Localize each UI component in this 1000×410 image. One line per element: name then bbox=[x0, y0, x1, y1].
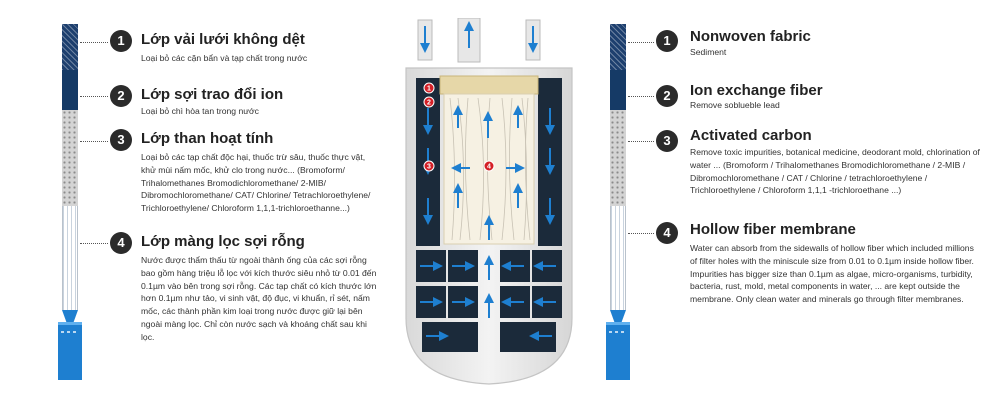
layer-title: Nonwoven fabric bbox=[690, 28, 811, 45]
layer-description: Sediment bbox=[690, 47, 727, 57]
connector-line bbox=[80, 42, 108, 43]
connector-line bbox=[628, 141, 654, 142]
connector-line bbox=[80, 141, 108, 142]
layer-description: Loại bỏ các cặn bẩn và tạp chất trong nư… bbox=[141, 53, 308, 63]
layer-title: Lớp than hoạt tính bbox=[141, 130, 274, 147]
clean-water-icon bbox=[58, 322, 82, 380]
connector-line bbox=[80, 243, 108, 244]
layer-number-badge: 4 bbox=[110, 232, 132, 254]
carbon-layer-strip bbox=[62, 110, 78, 206]
layer-markers: 1 2 3 4 bbox=[423, 82, 495, 172]
connector-line bbox=[628, 42, 654, 43]
filter-top-cap bbox=[439, 75, 539, 95]
layer-number-badge: 4 bbox=[656, 222, 678, 244]
water-flow-arrows bbox=[420, 21, 556, 341]
layer-title: Hollow fiber membrane bbox=[690, 221, 856, 238]
layer-description: Remove toxic impurities, botanical medic… bbox=[690, 147, 980, 196]
layer-description: Nước được thẩm thấu từ ngoài thành ống c… bbox=[141, 255, 377, 342]
layer-title: Lớp màng lọc sợi rỗng bbox=[141, 233, 305, 250]
layer-description: Loại bỏ chì hòa tan trong nước bbox=[141, 106, 259, 116]
layer-number-badge: 3 bbox=[656, 130, 678, 152]
nonwoven-layer-strip bbox=[62, 24, 78, 70]
connector-line bbox=[628, 96, 654, 97]
filter-cartridge-cutaway: 1 2 3 4 bbox=[398, 18, 580, 388]
connector-line bbox=[80, 96, 108, 97]
carbon-layer-strip bbox=[610, 110, 626, 206]
layer-marker-4: 4 bbox=[487, 164, 491, 171]
layer-marker-2: 2 bbox=[427, 100, 431, 107]
hollow-fiber-layer-strip bbox=[610, 206, 626, 310]
layer-title: Lớp vải lưới không dệt bbox=[141, 31, 305, 48]
connector-line bbox=[628, 233, 654, 234]
hollow-fiber-layer-strip bbox=[62, 206, 78, 310]
layer-number-badge: 1 bbox=[110, 30, 132, 52]
ion-fiber-layer-strip bbox=[610, 70, 626, 110]
layer-description: Remove soblueble lead bbox=[690, 100, 780, 110]
layer-number-badge: 1 bbox=[656, 30, 678, 52]
layer-number-badge: 2 bbox=[110, 85, 132, 107]
layer-description: Loại bỏ các tạp chất độc hại, thuốc trừ … bbox=[141, 152, 371, 214]
layer-title: Ion exchange fiber bbox=[690, 82, 823, 99]
layer-title: Lớp sợi trao đổi ion bbox=[141, 86, 284, 103]
inlet-nozzles bbox=[417, 18, 541, 63]
ion-fiber-layer-strip bbox=[62, 70, 78, 110]
clean-water-icon bbox=[606, 322, 630, 380]
layer-marker-1: 1 bbox=[427, 86, 431, 93]
layer-number-badge: 2 bbox=[656, 85, 678, 107]
nonwoven-layer-strip bbox=[610, 24, 626, 70]
layer-number-badge: 3 bbox=[110, 129, 132, 151]
layer-title: Activated carbon bbox=[690, 127, 812, 144]
layer-marker-3: 3 bbox=[427, 164, 431, 171]
layer-description: Water can absorb from the sidewalls of h… bbox=[690, 243, 974, 305]
